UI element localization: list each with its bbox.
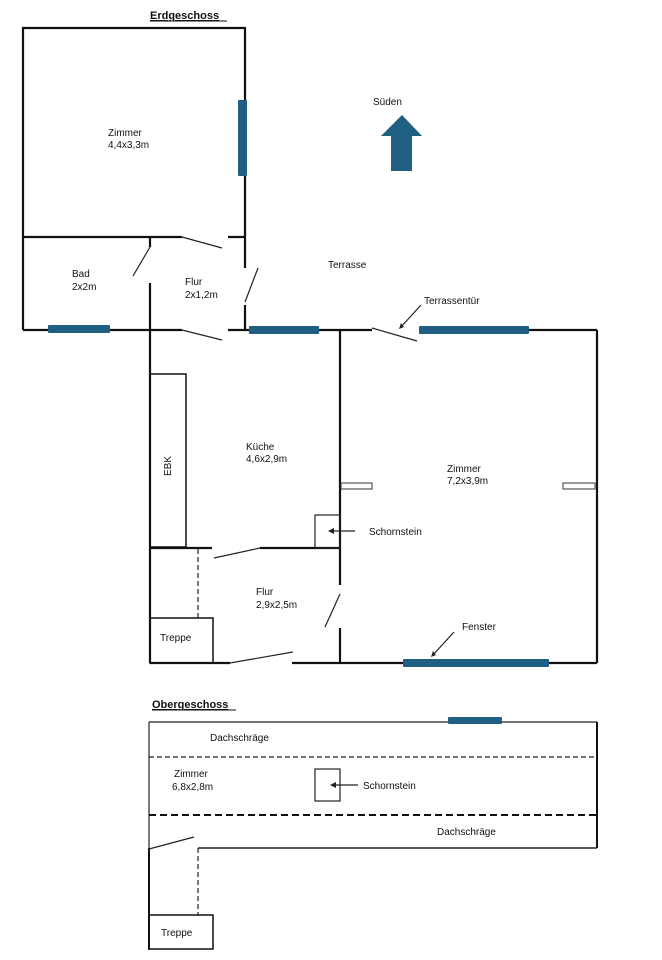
- room-size: 4,4x3,3m: [108, 140, 149, 151]
- room-kueche: [148, 330, 341, 663]
- arrow-up-icon: [381, 115, 422, 171]
- door-kitchen-flur: [213, 547, 261, 559]
- entrance-door: [229, 651, 294, 664]
- room-size: 2x1,2m: [185, 290, 218, 301]
- chimney-label: Schornstein: [369, 527, 422, 538]
- room-name: Flur: [256, 587, 274, 598]
- chimney-label: Schornstein: [363, 781, 416, 792]
- window-bad: [48, 325, 110, 333]
- window-flur: [249, 326, 319, 334]
- pointer-arrow: [431, 631, 455, 657]
- stairs: [148, 914, 214, 950]
- slope-label: Dachschräge: [437, 827, 496, 838]
- window-upper: [448, 717, 502, 724]
- door-upper: [148, 836, 195, 850]
- radiator: [562, 482, 596, 490]
- window-top-room: [238, 100, 247, 176]
- door: [181, 236, 223, 249]
- stairs-label: Treppe: [161, 928, 193, 939]
- door-kitchen: [181, 329, 223, 341]
- radiator: [340, 482, 373, 490]
- window-terrace: [419, 326, 529, 334]
- room-name: Zimmer: [108, 128, 143, 139]
- room-flur-small: [150, 237, 340, 334]
- door-terrace-flur: [244, 267, 259, 303]
- room-name: Bad: [72, 269, 90, 280]
- arrow-head-icon: [330, 782, 336, 788]
- room-name: Flur: [185, 277, 203, 288]
- window-large: [403, 659, 549, 667]
- ground-floor-title: Erdgeschoss: [150, 10, 219, 22]
- room-size: 6,8x2,8m: [172, 782, 213, 793]
- compass-label: Süden: [373, 97, 402, 108]
- upper-floor-outline: [148, 717, 598, 950]
- room-name: Zimmer: [447, 464, 482, 475]
- terrace-label: Terrasse: [328, 260, 367, 271]
- room-name: Zimmer: [174, 769, 209, 780]
- room-size: 2x2m: [72, 282, 96, 293]
- pointer-arrow: [399, 304, 422, 329]
- room-size: 4,6x2,9m: [246, 454, 287, 465]
- room-zimmer-large: [338, 326, 599, 667]
- door-bad: [132, 246, 151, 277]
- room-name: Küche: [246, 442, 275, 453]
- terrace-door: [371, 327, 418, 342]
- arrow-head-icon: [399, 323, 404, 329]
- terrace-door-label: Terrassentür: [424, 296, 480, 307]
- kitchen-unit-label: EBK: [163, 456, 174, 476]
- upper-floor-title: Obergeschoss: [152, 699, 228, 711]
- room-bad: [21, 237, 152, 333]
- room-size: 2,9x2,5m: [256, 600, 297, 611]
- room-zimmer-top: [21, 26, 247, 239]
- arrow-head-icon: [431, 651, 436, 657]
- door-flur-zimmer: [324, 593, 341, 628]
- slope-label: Dachschräge: [210, 733, 269, 744]
- window-label: Fenster: [462, 622, 497, 633]
- stairs-label: Treppe: [160, 633, 192, 644]
- room-size: 7,2x3,9m: [447, 476, 488, 487]
- arrow-head-icon: [328, 528, 334, 534]
- room-flur-lower: [149, 549, 340, 665]
